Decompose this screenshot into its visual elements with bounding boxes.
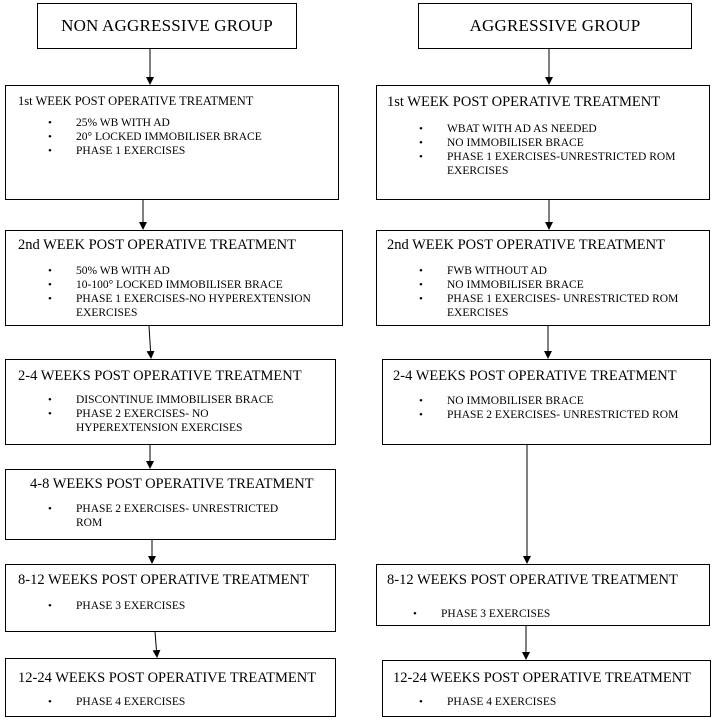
left-group-header-label: NON AGGRESSIVE GROUP bbox=[61, 16, 273, 35]
right-week2-title: 2nd WEEK POST OPERATIVE TREATMENT bbox=[387, 237, 665, 253]
left-weeks4-8-list: PHASE 2 EXERCISES- UNRESTRICTED ROM bbox=[48, 502, 288, 530]
left-weeks8-12-box: 8-12 WEEKS POST OPERATIVE TREATMENT PHAS… bbox=[5, 564, 336, 632]
list-item: PHASE 2 EXERCISES- UNRESTRICTED ROM bbox=[419, 408, 704, 422]
left-weeks8-12-list: PHASE 3 EXERCISES bbox=[48, 599, 298, 613]
list-item: FWB WITHOUT AD bbox=[419, 264, 704, 278]
left-week2-list: 50% WB WITH AD 10-100° LOCKED IMMOBILISE… bbox=[48, 264, 338, 320]
list-item: PHASE 4 EXERCISES bbox=[48, 695, 298, 709]
list-item: 20° LOCKED IMMOBILISER BRACE bbox=[48, 130, 328, 144]
right-weeks8-12-list: PHASE 3 EXERCISES bbox=[413, 607, 698, 621]
list-item: NO IMMOBILISER BRACE bbox=[419, 278, 704, 292]
left-week1-title: 1st WEEK POST OPERATIVE TREATMENT bbox=[18, 94, 254, 108]
right-group-header: AGGRESSIVE GROUP bbox=[418, 3, 692, 49]
left-week1-box: 1st WEEK POST OPERATIVE TREATMENT 25% WB… bbox=[5, 85, 339, 200]
list-item: PHASE 1 EXERCISES-NO HYPEREXTENSION EXER… bbox=[48, 292, 338, 320]
list-item: PHASE 2 EXERCISES- UNRESTRICTED ROM bbox=[48, 502, 288, 530]
right-week1-list: WBAT WITH AD AS NEEDED NO IMMOBILISER BR… bbox=[419, 122, 704, 178]
right-weeks2-4-title: 2-4 WEEKS POST OPERATIVE TREATMENT bbox=[393, 368, 677, 384]
left-weeks2-4-list: DISCONTINUE IMMOBILISER BRACE PHASE 2 EX… bbox=[48, 393, 298, 435]
left-weeks2-4-title: 2-4 WEEKS POST OPERATIVE TREATMENT bbox=[18, 368, 302, 384]
list-item: PHASE 1 EXERCISES-UNRESTRICTED ROM EXERC… bbox=[419, 150, 704, 178]
right-group-header-label: AGGRESSIVE GROUP bbox=[469, 16, 641, 35]
left-weeks4-8-title: 4-8 WEEKS POST OPERATIVE TREATMENT bbox=[30, 476, 314, 492]
list-item: PHASE 3 EXERCISES bbox=[48, 599, 298, 613]
left-group-header: NON AGGRESSIVE GROUP bbox=[37, 3, 297, 49]
right-weeks8-12-box: 8-12 WEEKS POST OPERATIVE TREATMENT PHAS… bbox=[376, 564, 710, 626]
list-item: DISCONTINUE IMMOBILISER BRACE bbox=[48, 393, 298, 407]
list-item: PHASE 3 EXERCISES bbox=[413, 607, 698, 621]
list-item: PHASE 2 EXERCISES- NO HYPEREXTENSION EXE… bbox=[48, 407, 298, 435]
right-week1-title: 1st WEEK POST OPERATIVE TREATMENT bbox=[387, 94, 661, 110]
list-item: PHASE 1 EXERCISES bbox=[48, 144, 328, 158]
left-week1-list: 25% WB WITH AD 20° LOCKED IMMOBILISER BR… bbox=[48, 116, 328, 158]
list-item: NO IMMOBILISER BRACE bbox=[419, 136, 704, 150]
list-item: WBAT WITH AD AS NEEDED bbox=[419, 122, 704, 136]
left-weeks12-24-list: PHASE 4 EXERCISES bbox=[48, 695, 298, 709]
right-week1-box: 1st WEEK POST OPERATIVE TREATMENT WBAT W… bbox=[376, 85, 710, 200]
arrow-left-week2-to-weeks2-4 bbox=[146, 325, 155, 359]
left-weeks4-8-box: 4-8 WEEKS POST OPERATIVE TREATMENT PHASE… bbox=[5, 469, 336, 540]
list-item: NO IMMOBILISER BRACE bbox=[419, 394, 704, 408]
right-weeks12-24-list: PHASE 4 EXERCISES bbox=[419, 695, 704, 709]
right-weeks12-24-title: 12-24 WEEKS POST OPERATIVE TREATMENT bbox=[393, 670, 692, 686]
right-weeks2-4-list: NO IMMOBILISER BRACE PHASE 2 EXERCISES- … bbox=[419, 394, 704, 422]
left-weeks12-24-box: 12-24 WEEKS POST OPERATIVE TREATMENT PHA… bbox=[5, 658, 336, 717]
left-weeks12-24-title: 12-24 WEEKS POST OPERATIVE TREATMENT bbox=[18, 670, 317, 686]
right-week2-list: FWB WITHOUT AD NO IMMOBILISER BRACE PHAS… bbox=[419, 264, 704, 320]
right-week2-box: 2nd WEEK POST OPERATIVE TREATMENT FWB WI… bbox=[376, 230, 710, 326]
right-weeks12-24-box: 12-24 WEEKS POST OPERATIVE TREATMENT PHA… bbox=[382, 660, 711, 717]
list-item: 50% WB WITH AD bbox=[48, 264, 338, 278]
left-week2-title: 2nd WEEK POST OPERATIVE TREATMENT bbox=[18, 237, 296, 253]
left-week2-box: 2nd WEEK POST OPERATIVE TREATMENT 50% WB… bbox=[5, 230, 343, 326]
left-weeks2-4-box: 2-4 WEEKS POST OPERATIVE TREATMENT DISCO… bbox=[5, 359, 336, 445]
list-item: PHASE 4 EXERCISES bbox=[419, 695, 704, 709]
list-item: 10-100° LOCKED IMMOBILISER BRACE bbox=[48, 278, 338, 292]
right-weeks2-4-box: 2-4 WEEKS POST OPERATIVE TREATMENT NO IM… bbox=[382, 359, 711, 445]
right-weeks8-12-title: 8-12 WEEKS POST OPERATIVE TREATMENT bbox=[387, 572, 678, 588]
list-item: PHASE 1 EXERCISES- UNRESTRICTED ROM EXER… bbox=[419, 292, 704, 320]
list-item: 25% WB WITH AD bbox=[48, 116, 328, 130]
left-weeks8-12-title: 8-12 WEEKS POST OPERATIVE TREATMENT bbox=[18, 572, 309, 588]
